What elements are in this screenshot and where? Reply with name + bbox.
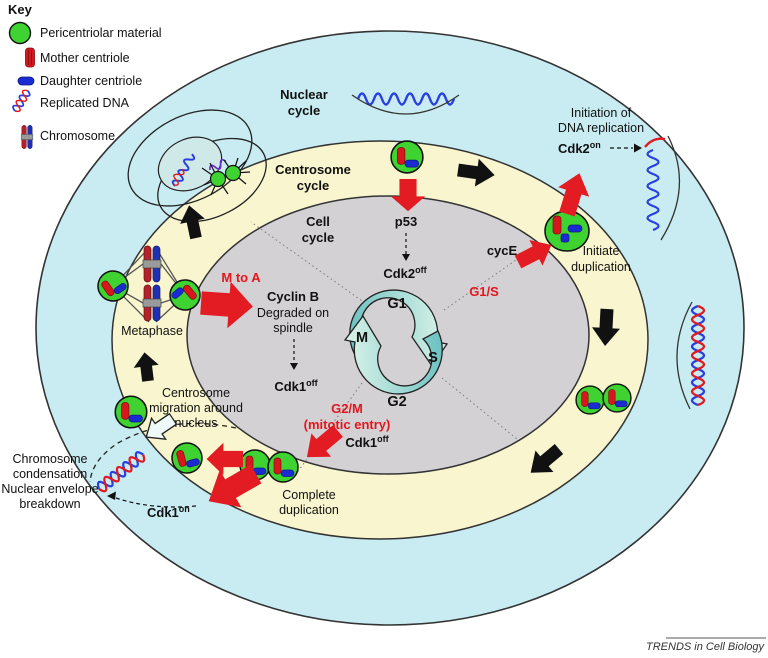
quadrant-dotted-lines: [250, 221, 533, 482]
complete-duplication-label-1: Complete: [282, 488, 336, 502]
g2-to-m-arrow: [343, 314, 443, 395]
centrosome-dot: [209, 170, 227, 188]
cyclin-b-label-2: Degraded on: [257, 306, 329, 320]
cell-cycle-label-2: cycle: [302, 230, 335, 245]
journal-credit: TRENDS in Cell Biology: [646, 641, 765, 653]
legend-item-label: Mother centriole: [40, 51, 130, 65]
cdk1-off-label: Cdk1off: [274, 378, 318, 394]
centrosome-icon-top: [390, 140, 424, 174]
g2m-transition-label-2: (mitotic entry): [304, 417, 391, 432]
metaphase-spindle: [91, 245, 207, 323]
cdk2-off-label: Cdk2off: [383, 265, 427, 281]
g1-to-s-arrow: [349, 289, 449, 368]
spindle-fibers: [112, 247, 186, 323]
cyclin-b-label-3: spindle: [273, 321, 313, 335]
replicated-dna-icon: [12, 89, 31, 113]
cell-cycle-ring: [186, 195, 590, 475]
pericentriolar-material-icon: [8, 21, 32, 45]
replicating-dna-squiggle: [644, 135, 681, 241]
phase-g1: G1: [387, 296, 406, 312]
condensation-label-2: condensation: [13, 467, 87, 481]
migration-label-2: migration around: [149, 401, 243, 415]
nuclear-dna-wave: [351, 92, 460, 115]
centrosome-cycle-label-1: Centrosome: [275, 162, 351, 177]
migration-label-3: nucleus: [174, 416, 217, 430]
m-to-a-label: M to A: [221, 270, 261, 285]
nuclear-envelope-dashed-curve: [89, 422, 237, 483]
nuclear-cycle-label-1: Nuclear: [280, 87, 328, 102]
legend-item-label: Daughter centriole: [40, 74, 142, 88]
legend-title: Key: [8, 2, 33, 17]
legend-item-label: Pericentriolar material: [40, 26, 162, 40]
cyce-label: cycE: [487, 243, 518, 258]
metaphase-label: Metaphase: [121, 324, 183, 338]
complete-duplication-label-2: duplication: [279, 503, 339, 517]
phase-m: M: [356, 330, 368, 346]
condensing-dna-helix: [96, 451, 146, 493]
centrosome-icon-duplicated: [575, 385, 605, 415]
phase-g2: G2: [387, 394, 406, 410]
dashed-signal-arrows: [107, 233, 410, 508]
p53-label: p53: [395, 214, 417, 229]
centrosome-dot: [224, 164, 242, 182]
cyclin-b-label-1: Cyclin B: [267, 289, 319, 304]
migration-label-1: Centrosome: [162, 386, 230, 400]
phase-s: S: [428, 350, 438, 366]
cdk2-on-dashed-arrow: [610, 143, 642, 153]
condensation-label-3: Nuclear envelope: [1, 482, 98, 496]
nucleus-dna-squiggle: [171, 153, 196, 187]
initiation-label-1: Initiation of: [571, 106, 632, 120]
legend-item-label: Chromosome: [40, 129, 115, 143]
prophase-cell: [127, 109, 267, 223]
legend-item-label: Replicated DNA: [40, 96, 130, 110]
centrosome-icon-migrating: [114, 395, 148, 429]
replicated-dna-helix: [676, 301, 706, 410]
g2m-transition-label-1: G2/M: [331, 401, 363, 416]
daughter-centriole-icon: [17, 76, 35, 86]
nuclear-cycle-label-2: cycle: [288, 103, 321, 118]
legend: Key Pericentriolar material Mother centr…: [8, 2, 162, 149]
mother-centriole-icon: [25, 47, 35, 68]
cdk1-on-label: Cdk1on: [147, 504, 190, 520]
cell-cycle-arrows: [343, 289, 449, 395]
cdk2-on-label: Cdk2on: [558, 140, 601, 156]
centrosome-icon-duplicated: [602, 383, 632, 413]
g1s-transition-label: G1/S: [469, 284, 499, 299]
cell-cycle-label-1: Cell: [306, 214, 330, 229]
condensation-label-1: Chromosome: [12, 452, 87, 466]
initiate-duplication-label-2: duplication: [571, 260, 631, 274]
centrosome-icon-complete: [267, 451, 299, 483]
chromosome-icon: [20, 125, 34, 149]
initiate-duplication-label-1: Initiate: [583, 244, 620, 258]
cdk1-off-label-2: Cdk1off: [345, 434, 389, 450]
initiation-label-2: DNA replication: [558, 121, 644, 135]
condensation-label-4: breakdown: [19, 497, 80, 511]
centrosome-cycle-label-2: cycle: [297, 178, 330, 193]
